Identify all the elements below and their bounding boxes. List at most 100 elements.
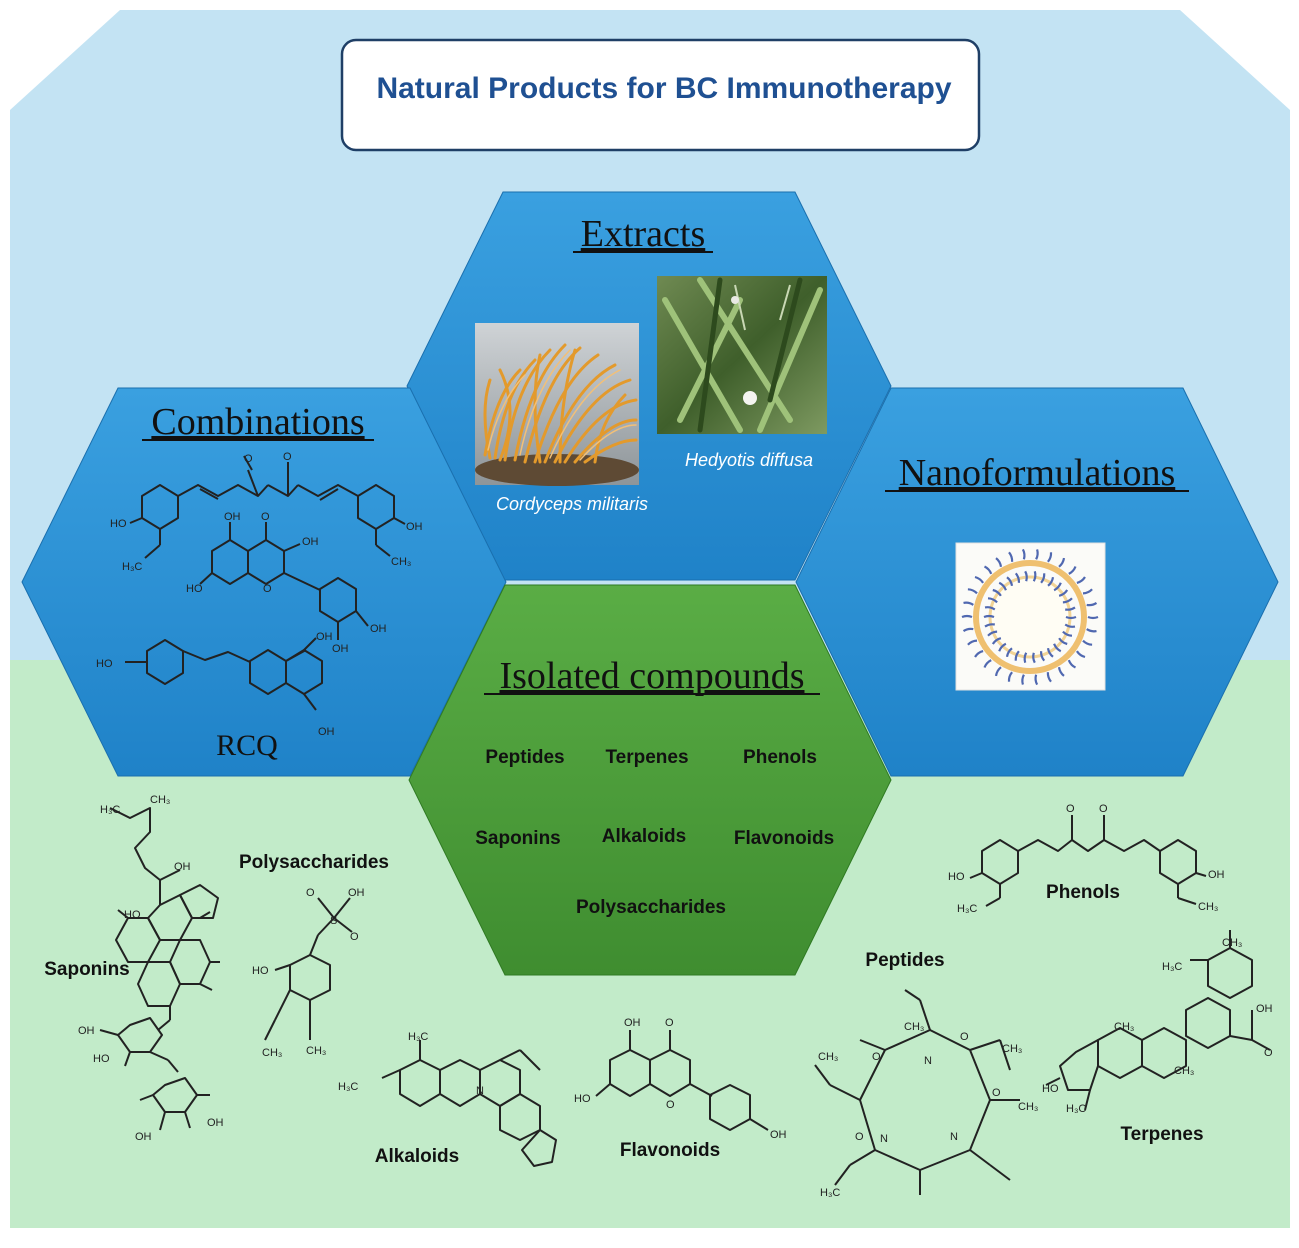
atom-label: H₃C (338, 1081, 358, 1093)
lipid-tail (962, 627, 974, 633)
lipid-tail (1087, 615, 1099, 620)
lipid-tail (1046, 647, 1054, 658)
atom-label: CH₃ (1018, 1101, 1038, 1113)
lipid-tail (987, 630, 998, 637)
atom-label: HO (110, 518, 127, 530)
atom-label: OH (174, 861, 191, 873)
atom-label: O (244, 453, 253, 465)
atom-label: O (263, 583, 272, 595)
isolated-compounds-label: Isolated compounds (499, 655, 804, 697)
atom-label: OH (316, 631, 333, 643)
atom-label: O (1264, 1047, 1273, 1059)
lipid-tail (1062, 630, 1073, 637)
atom-label: OH (370, 623, 387, 635)
lipid-tail (984, 606, 996, 611)
atom-label: CH₃ (904, 1021, 924, 1033)
atom-label: H₃C (122, 561, 142, 573)
lipid-tail (1021, 674, 1025, 685)
atom-label: HO (124, 909, 141, 921)
lipid-tail (974, 650, 984, 658)
atom-label: OH (1256, 1003, 1273, 1015)
atom-label: HO (948, 871, 965, 883)
isolated-item-saponins: Saponins (475, 828, 561, 849)
atom-label: CH₃ (1198, 901, 1218, 913)
lipid-tail (1035, 549, 1039, 560)
lipid-tail (1006, 576, 1014, 587)
atom-label: HO (252, 965, 269, 977)
isolated-item-alkaloids: Alkaloids (602, 826, 686, 847)
lipid-tail (1007, 671, 1013, 682)
lipid-tail (1039, 651, 1046, 662)
lipid-tail (1034, 674, 1039, 686)
isolated-item-terpenes: Terpenes (605, 747, 688, 768)
isolated-item-phenols: Phenols (743, 747, 817, 768)
hedyotis-image (657, 276, 827, 434)
lipid-tail (1005, 647, 1013, 658)
lipid-tail (1082, 588, 1093, 595)
polysaccharide-structure (264, 897, 353, 1041)
lipid-tail (983, 659, 992, 668)
combinations-label: Combinations (151, 401, 364, 443)
atom-label: OH (1208, 869, 1225, 881)
atom-label: O (283, 451, 292, 463)
lipid-tail (1014, 572, 1021, 583)
atom-label: CH₃ (1174, 1065, 1194, 1077)
lipid-tail (1047, 576, 1055, 587)
atom-label: O (261, 511, 270, 523)
atom-label: OH (302, 536, 319, 548)
lipid-tail (1067, 659, 1077, 669)
lipid-tail (1032, 570, 1037, 582)
atom-label: CH₃ (1002, 1043, 1022, 1055)
lipid-tail (967, 639, 978, 646)
lipid-tail (983, 614, 995, 619)
lipid-tail (1082, 639, 1093, 646)
extracts-label: Extracts (581, 213, 706, 255)
polysaccharides-label: Polysaccharides (239, 852, 389, 873)
lipid-tail (1040, 573, 1046, 584)
lipid-tail (998, 581, 1007, 591)
lipid-tail (1076, 576, 1086, 584)
atom-label: HO (96, 658, 113, 670)
atom-label: N (924, 1055, 932, 1067)
atom-label: OH (770, 1129, 787, 1141)
atom-label: O (306, 887, 315, 899)
title-box: Natural Products for BC Immunotherapy (340, 38, 981, 152)
terpenes-label: Terpenes (1120, 1124, 1203, 1145)
isolated-item-polysaccharides: Polysaccharides (576, 897, 726, 918)
atom-label: OH (406, 521, 423, 533)
lipid-tail (1023, 652, 1028, 664)
isolated-item-flavonoids: Flavonoids (734, 828, 834, 849)
lipid-tail (1086, 628, 1097, 633)
terpene-structure (1045, 930, 1271, 1111)
atom-label: CH₃ (150, 794, 170, 806)
lipid-tail (1075, 650, 1086, 659)
lipid-tail (1065, 606, 1076, 611)
atom-label: N (950, 1131, 958, 1143)
isolated-item-peptides: Peptides (485, 747, 564, 768)
curcumin-structure-bottom (969, 815, 1207, 907)
atom-label: H₃C (408, 1031, 428, 1043)
lipid-tail (1057, 667, 1065, 677)
lipid-tail (1046, 672, 1052, 683)
atom-label: HO (1042, 1083, 1059, 1095)
flavonoids-label: Flavonoids (620, 1140, 720, 1161)
lipid-tail (994, 666, 1002, 677)
atom-label: CH₃ (391, 556, 411, 568)
atom-label: O (1066, 803, 1075, 815)
lipid-tail (961, 614, 973, 619)
lipid-tail (987, 597, 998, 604)
lipid-tail (992, 588, 1002, 597)
lipid-tail (1053, 582, 1062, 592)
atom-label: HO (574, 1093, 591, 1105)
lipid-tail (1058, 637, 1068, 646)
atom-label: CH₃ (306, 1045, 326, 1057)
lipid-tail (1062, 597, 1073, 604)
saponin-structure (99, 807, 220, 1131)
lipid-tail (1024, 570, 1028, 582)
atom-label: S (330, 915, 337, 927)
atom-label: O (666, 1099, 675, 1111)
lipid-tail (1032, 652, 1036, 664)
cordyceps-image (475, 323, 639, 486)
lipid-tail (1068, 566, 1077, 575)
lipid-tail (984, 623, 995, 628)
